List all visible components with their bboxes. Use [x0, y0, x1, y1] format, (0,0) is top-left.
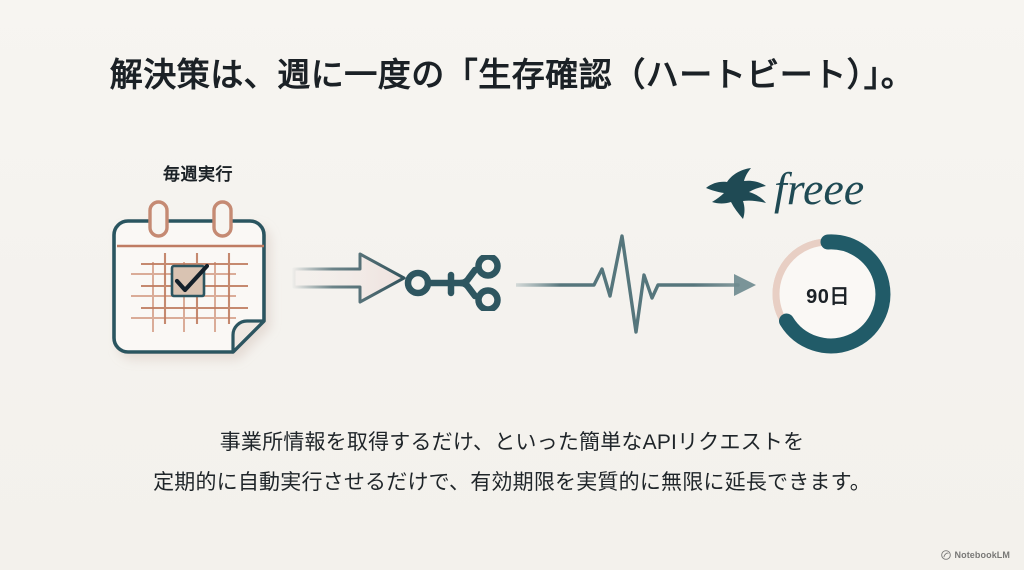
notebooklm-label: NotebookLM — [954, 550, 1010, 560]
diagram-flow: 毎週実行 — [0, 150, 1024, 380]
expiry-donut-chart: 90日 — [762, 228, 894, 360]
body-line-2: 定期的に自動実行させるだけで、有効期限を実質的に無限に延長できます。 — [153, 471, 871, 494]
heartbeat-pulse-icon — [514, 228, 766, 340]
calendar-label: 毎週実行 — [163, 165, 233, 184]
page-title: 解決策は、週に一度の「生存確認（ハートビート）」。 — [109, 56, 915, 93]
freee-wordmark: freee — [774, 163, 864, 214]
calendar-step: 毎週実行 — [108, 160, 288, 375]
body-description: 事業所情報を取得するだけ、といった簡単なAPIリクエストを 定期的に自動実行させ… — [0, 423, 1024, 503]
notebooklm-icon — [940, 550, 951, 560]
notebooklm-watermark: NotebookLM — [940, 550, 1011, 560]
arrow-right-icon — [292, 246, 408, 310]
calendar-check-icon — [108, 196, 288, 371]
freee-swallow-logo: freee — [700, 160, 895, 222]
api-branch-node-icon — [404, 253, 520, 313]
body-line-1: 事業所情報を取得するだけ、といった簡単なAPIリクエストを — [219, 431, 805, 454]
